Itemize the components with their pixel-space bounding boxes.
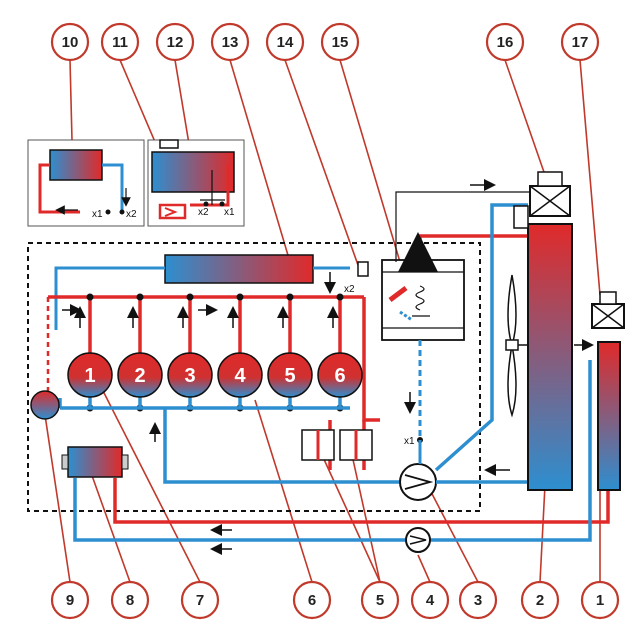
- callout-16: 16: [497, 34, 514, 51]
- inset12-x1-label: x1: [224, 207, 235, 218]
- cylinder-1-label: 1: [84, 365, 95, 387]
- radiator-2: [527, 223, 573, 491]
- callout-11: 11: [112, 34, 128, 51]
- heater-core-17: [597, 341, 621, 491]
- callout-1: 1: [596, 592, 604, 609]
- callout-13: 13: [222, 34, 239, 51]
- cylinder-6-label: 6: [334, 365, 345, 387]
- pipe-red-bottom-return: [113, 478, 610, 524]
- callouts-bottom: 9 8 7 6 5 4 3 2 1: [50, 580, 620, 620]
- callout-10: 10: [62, 34, 79, 51]
- red-manifold: [48, 295, 380, 470]
- callout-6: 6: [308, 592, 316, 609]
- manifold-junctions: [86, 293, 344, 412]
- fan: [505, 274, 528, 418]
- valve-17: [591, 291, 625, 329]
- pump-4: [405, 527, 431, 553]
- callout-3: 3: [474, 592, 482, 609]
- oil-cooler-8: [67, 446, 123, 478]
- engine-boundary: [27, 242, 481, 512]
- pipe-blue-exchanger-in: [54, 266, 165, 330]
- cylinder-4-label: 4: [234, 365, 246, 387]
- flow-arrows-up: [62, 272, 339, 442]
- callout-leaders: [44, 59, 601, 583]
- cylinder-3-label: 3: [184, 365, 195, 387]
- inset-10-box: x1 x2: [27, 139, 145, 227]
- pipe-blue-expansion: [434, 203, 528, 472]
- cylinders: 1 2 3 4 5 6: [67, 352, 363, 398]
- vent-line: [395, 191, 530, 262]
- x2-label-main: x2: [344, 284, 355, 295]
- thermostats-5: [301, 429, 373, 461]
- callout-15: 15: [332, 34, 349, 51]
- callout-12: 12: [167, 34, 184, 51]
- callout-7: 7: [196, 592, 204, 609]
- callout-4: 4: [426, 592, 435, 609]
- callout-2: 2: [536, 592, 544, 609]
- sensor-14: [357, 261, 369, 277]
- heat-exchanger-13: [164, 254, 314, 284]
- pipe-blue-bottom-left: [73, 478, 410, 542]
- cylinder-2-label: 2: [134, 365, 145, 387]
- callout-17: 17: [572, 34, 589, 51]
- callout-9: 9: [66, 592, 74, 609]
- callout-14: 14: [277, 34, 294, 51]
- inset10-x2-label: x2: [126, 209, 137, 220]
- inset12-x2-label: x2: [198, 207, 209, 218]
- inset-11-12-box: x2 x1: [147, 139, 245, 227]
- callout-5: 5: [376, 592, 384, 609]
- callouts-top: 10 11 12 13 14 15 16 17: [50, 22, 600, 62]
- pipe-blue-bottom-right: [430, 360, 592, 542]
- callout-8: 8: [126, 592, 134, 609]
- cylinder-5-label: 5: [284, 365, 295, 387]
- inset10-x1-label: x1: [92, 209, 103, 220]
- expansion-tank-16: [529, 171, 571, 217]
- x1-label-main: x1: [404, 436, 415, 447]
- pump-9: [30, 390, 60, 420]
